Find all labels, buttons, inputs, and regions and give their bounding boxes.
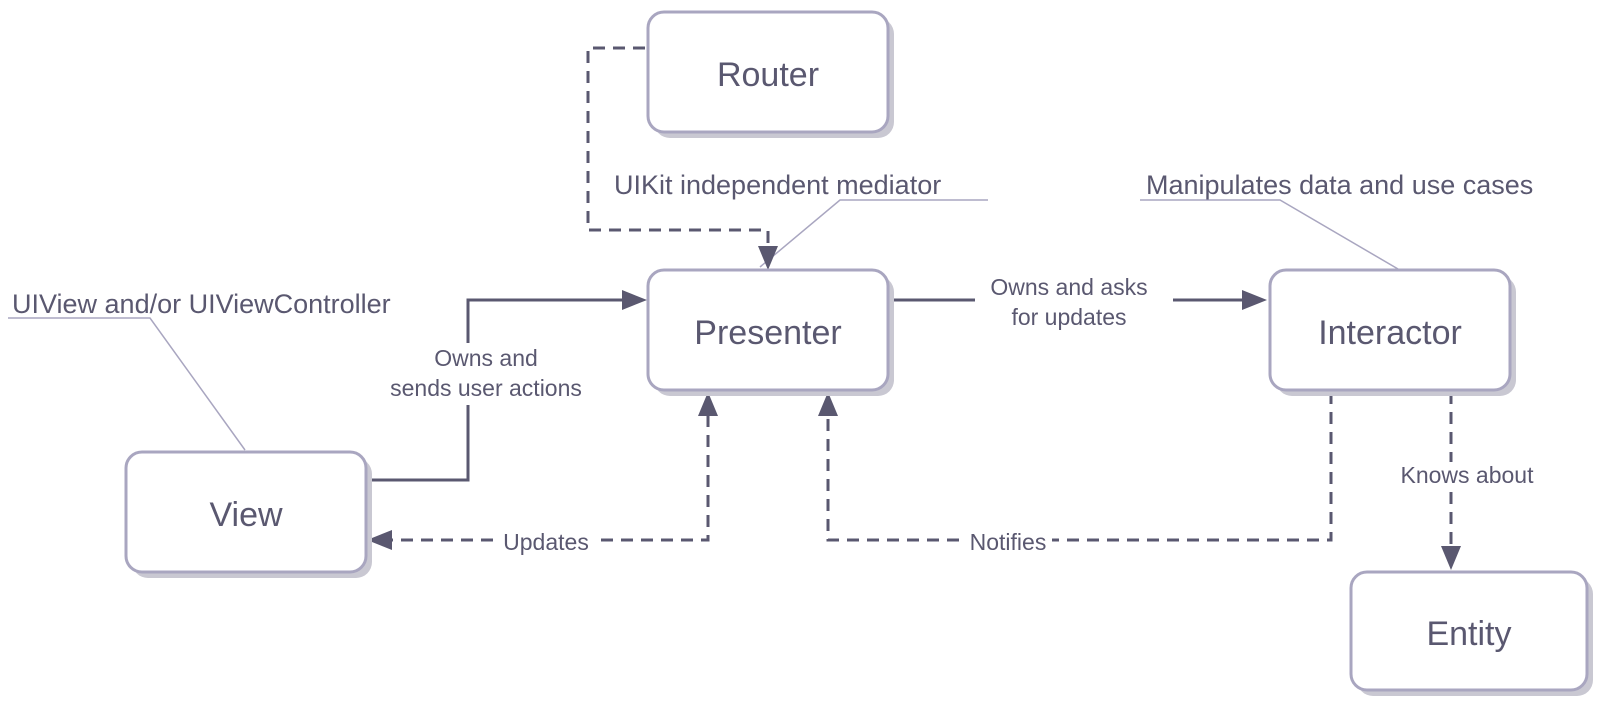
presenter-to-view-label: Updates: [503, 529, 589, 555]
presenter-to-interactor-label-line1: Owns and asks: [990, 274, 1147, 300]
note-lines: [8, 199, 1399, 451]
view-to-presenter-arrow: [622, 290, 647, 310]
presenter-to-interactor-label-line2: for updates: [1011, 304, 1126, 330]
router-to-presenter-arrow: [758, 246, 778, 270]
interactor-to-presenter-label: Notifies: [970, 529, 1047, 555]
view-to-presenter-label-line1: Owns and: [434, 345, 538, 371]
interactor-to-presenter-arrow: [818, 392, 838, 416]
router-box[interactable]: Router: [646, 10, 894, 138]
router-label: Router: [717, 56, 819, 94]
interactor-box[interactable]: Interactor: [1268, 268, 1516, 396]
entity-label: Entity: [1426, 615, 1511, 653]
interactor-to-entity-label: Knows about: [1401, 462, 1535, 488]
interactor-note-line: [1140, 199, 1399, 270]
presenter-box[interactable]: Presenter: [646, 268, 894, 396]
presenter-label: Presenter: [694, 314, 841, 352]
interactor-to-presenter-edge: [826, 392, 1333, 542]
presenter-note-line: [759, 199, 988, 268]
presenter-updates-up-arrow: [698, 392, 718, 416]
view-note-line: [8, 317, 246, 451]
notes: UIKit independent mediator Manipulates d…: [12, 170, 1533, 319]
interactor-label: Interactor: [1318, 314, 1462, 352]
view-label: View: [209, 496, 283, 534]
presenter-note: UIKit independent mediator: [614, 170, 941, 200]
presenter-to-interactor-arrow: [1242, 290, 1267, 310]
router-to-presenter-edge: [586, 46, 770, 250]
interactor-note: Manipulates data and use cases: [1146, 170, 1533, 200]
presenter-to-view-edge: [388, 415, 710, 542]
edge-labels: Owns and sends user actions Owns and ask…: [375, 272, 1544, 556]
view-box[interactable]: View: [124, 450, 372, 578]
presenter-to-view-arrow: [367, 530, 392, 550]
edges: [367, 46, 1461, 570]
view-to-presenter-label-line2: sends user actions: [390, 375, 582, 401]
view-note: UIView and/or UIViewController: [12, 289, 391, 319]
entity-box[interactable]: Entity: [1349, 570, 1593, 696]
interactor-to-entity-arrow: [1441, 546, 1461, 570]
